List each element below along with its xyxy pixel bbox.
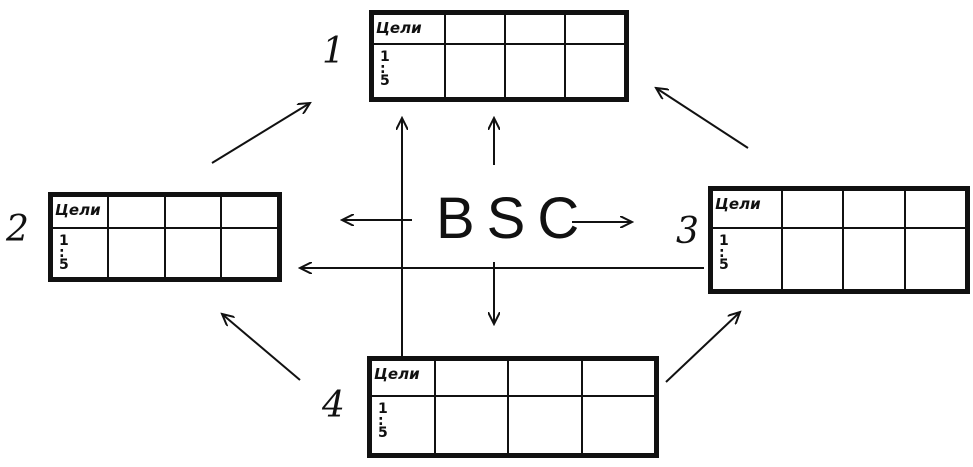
goals-table-1: Цели 1 : 5 (369, 10, 629, 102)
range-bottom: 5 (378, 425, 388, 441)
range-bottom: 5 (380, 73, 390, 89)
arrow-4-to-3 (665, 312, 740, 383)
goals-header: Цели (55, 201, 101, 219)
table-number-3: 3 (676, 211, 699, 252)
range-label: 1 : 5 (713, 229, 781, 273)
range-label: 1 : 5 (372, 397, 434, 441)
range-bottom: 5 (59, 257, 69, 273)
center-label-bsc: BSC (436, 186, 592, 251)
range-label: 1 : 5 (374, 45, 444, 89)
table-number-2: 2 (6, 209, 29, 250)
range-top: 1 (378, 401, 388, 417)
table-number-4: 4 (322, 385, 345, 426)
range-dots: : (59, 245, 65, 261)
range-bottom: 5 (719, 257, 729, 273)
range-dots: : (380, 61, 386, 77)
goals-header: Цели (715, 195, 761, 213)
goals-table-3: Цели 1 : 5 (708, 186, 970, 294)
range-top: 1 (719, 233, 729, 249)
range-label: 1 : 5 (53, 229, 107, 273)
goals-table-4: Цели 1 : 5 (367, 356, 659, 458)
range-dots: : (378, 413, 384, 429)
range-top: 1 (59, 233, 69, 249)
table-number-1: 1 (322, 31, 345, 72)
goals-table-2: Цели 1 : 5 (48, 192, 282, 282)
range-dots: : (719, 245, 725, 261)
arrow-2-to-1 (211, 103, 310, 164)
arrow-4-to-2 (222, 314, 301, 381)
range-top: 1 (380, 49, 390, 65)
goals-header: Цели (374, 365, 420, 383)
goals-header: Цели (376, 19, 422, 37)
arrow-3-to-1 (656, 88, 749, 149)
